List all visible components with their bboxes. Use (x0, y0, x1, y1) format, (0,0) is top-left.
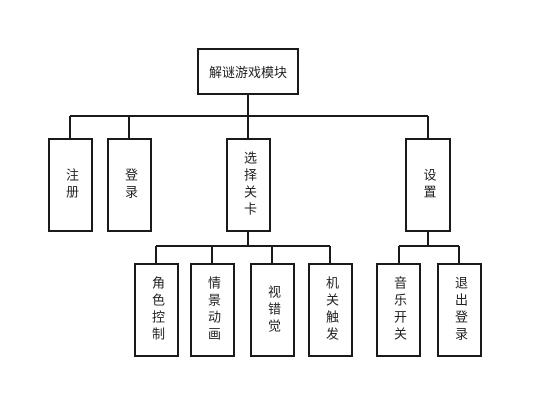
visual-illusion-label: 视错觉 (265, 284, 280, 336)
music-toggle-node: 音乐开关 (376, 263, 421, 357)
root-node: 解谜游戏模块 (197, 48, 299, 95)
settings-label: 设置 (420, 168, 436, 202)
register-label: 注册 (63, 168, 78, 202)
music-toggle-label: 音乐开关 (391, 276, 406, 344)
select-level-label: 选择关卡 (241, 151, 256, 219)
register-node: 注册 (48, 138, 93, 232)
login-node: 登录 (107, 138, 152, 232)
scene-animation-node: 情景动画 (190, 263, 235, 357)
mechanism-trigger-label: 机关触发 (323, 276, 338, 344)
settings-node: 设置 (405, 138, 451, 232)
mechanism-trigger-node: 机关触发 (308, 263, 353, 357)
scene-animation-label: 情景动画 (205, 276, 220, 344)
select-level-node: 选择关卡 (226, 138, 271, 232)
logout-node: 退出登录 (437, 263, 482, 357)
role-control-label: 角色控制 (149, 276, 164, 344)
visual-illusion-node: 视错觉 (250, 263, 295, 357)
logout-label: 退出登录 (452, 276, 467, 344)
root-label: 解谜游戏模块 (208, 66, 287, 81)
login-label: 登录 (122, 168, 137, 202)
role-control-node: 角色控制 (134, 263, 179, 357)
